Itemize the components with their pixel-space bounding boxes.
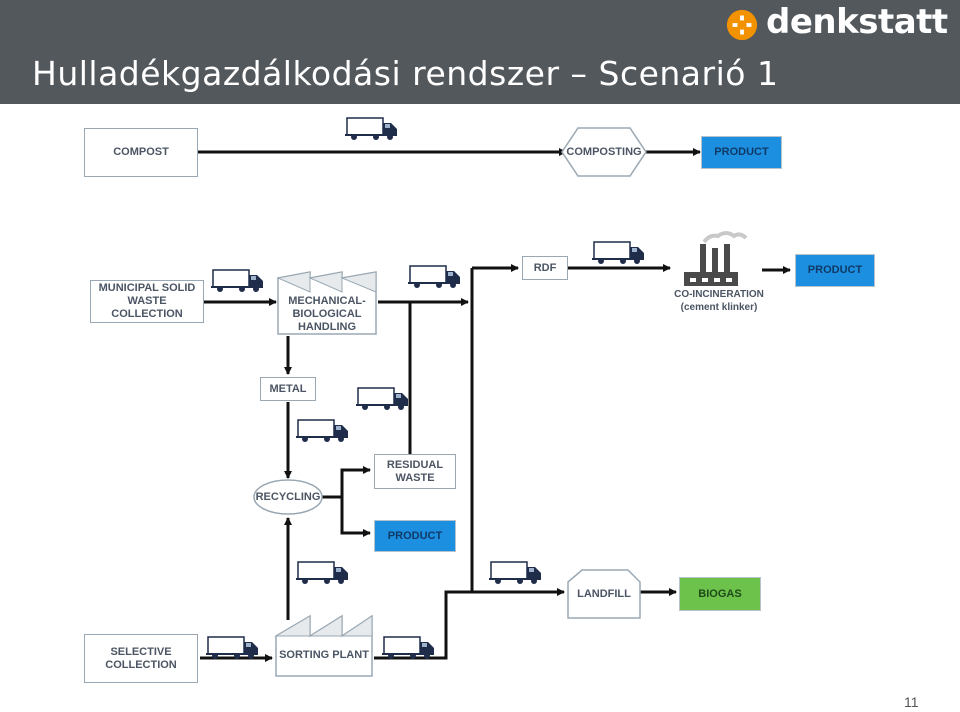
truck-icon [407, 265, 461, 289]
mbh-label-line1: MECHANICAL- [288, 295, 366, 307]
msw-box: MUNICIPAL SOLID WASTE COLLECTION [90, 280, 204, 323]
landfill-label: LANDFILL [577, 588, 631, 600]
edge-recycling-product [340, 497, 371, 537]
metal-label: METAL [269, 382, 307, 395]
mbh-label-line2: BIOLOGICAL [292, 308, 362, 320]
coincineration-label: CO-INCINERATION (cement klinker) [668, 288, 770, 314]
selective-label-line1: SELECTIVE [110, 645, 172, 658]
edge-sorting-trunk [374, 590, 472, 660]
product-right-box: PRODUCT [795, 254, 875, 287]
truck-icon [295, 419, 349, 443]
mbh-label: MECHANICAL- BIOLOGICAL HANDLING [280, 295, 374, 334]
residual-waste-box: RESIDUAL WASTE [374, 454, 456, 489]
factory-icon [684, 231, 748, 286]
mbh-factory-shape [276, 271, 377, 335]
rdf-label: RDF [533, 261, 557, 274]
composting-label: COMPOSTING [566, 146, 642, 158]
sorting-factory-shape [274, 614, 373, 677]
page-title: Hulladékgazdálkodási rendszer – Scenarió… [32, 54, 779, 93]
product-mid-box: PRODUCT [374, 520, 456, 552]
truck-icon [344, 117, 398, 141]
rdf-box: RDF [522, 256, 568, 280]
coincineration-label-line2: (cement klinker) [680, 302, 758, 313]
landfill-shape [567, 569, 641, 619]
sorting-plant-label: SORTING PLANT [279, 649, 369, 661]
page-number: 11 [904, 694, 919, 710]
product-right-label: PRODUCT [807, 264, 863, 276]
compost-box: COMPOST [84, 128, 198, 177]
truck-icon [295, 561, 349, 585]
biogas-label: BIOGAS [698, 587, 742, 600]
mbh-label-line3: HANDLING [297, 321, 357, 333]
header-bar: Hulladékgazdálkodási rendszer – Scenarió… [0, 0, 960, 104]
truck-icon [488, 561, 542, 585]
coincineration-label-line1: CO-INCINERATION [674, 289, 764, 300]
product-top-label: PRODUCT [714, 146, 769, 158]
compost-label: COMPOST [113, 146, 169, 158]
residual-label-line1: RESIDUAL [386, 458, 444, 471]
recycling-ellipse [253, 479, 323, 515]
truck-icon [210, 269, 264, 293]
truck-icon [591, 241, 645, 265]
product-top-box: PRODUCT [701, 136, 782, 169]
composting-hexagon [561, 127, 647, 177]
edge-recycling-branch [322, 466, 371, 499]
truck-icon [381, 636, 435, 660]
selective-label-line2: COLLECTION [105, 658, 177, 671]
product-mid-label: PRODUCT [387, 529, 443, 542]
recycling-label: RECYCLING [255, 491, 321, 503]
selective-collection-box: SELECTIVE COLLECTION [84, 634, 198, 683]
msw-label-line2: WASTE COLLECTION [111, 295, 183, 320]
truck-icon [355, 387, 409, 411]
truck-icon [205, 636, 259, 660]
residual-label-line2: WASTE [395, 471, 435, 484]
denkstatt-logo-icon [726, 9, 758, 41]
flow-diagram [198, 117, 791, 677]
logo-text: denkstatt [766, 2, 948, 42]
msw-label-line1: MUNICIPAL SOLID [98, 282, 196, 294]
metal-box: METAL [260, 377, 316, 401]
biogas-box: BIOGAS [679, 577, 761, 611]
